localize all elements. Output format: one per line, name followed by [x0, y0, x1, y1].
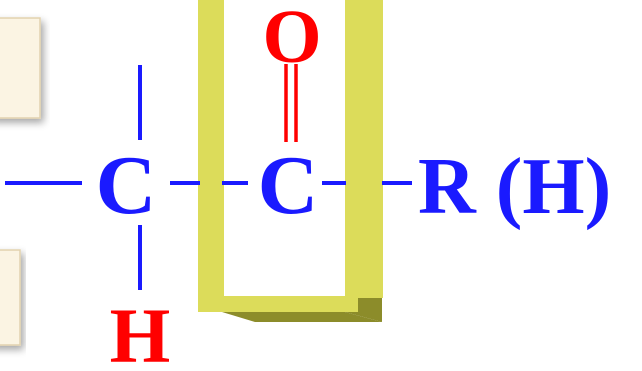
atom-alpha-carbon: C: [96, 139, 157, 232]
bracket-right-arm: [345, 0, 383, 298]
bracket-bottom-shadow: [222, 312, 382, 322]
note-box-top: [0, 17, 41, 119]
substituent-r-h: R (H): [418, 143, 611, 231]
bonds: [5, 64, 412, 290]
carbonyl-highlight-bracket: [198, 0, 383, 322]
note-box-bottom: [0, 249, 21, 346]
atom-carbonyl-carbon: C: [258, 139, 319, 232]
atom-hydrogen: H: [110, 292, 171, 371]
atom-oxygen: O: [262, 0, 321, 79]
bracket-left-arm: [198, 0, 224, 310]
bracket-bottom-arm: [198, 296, 358, 312]
